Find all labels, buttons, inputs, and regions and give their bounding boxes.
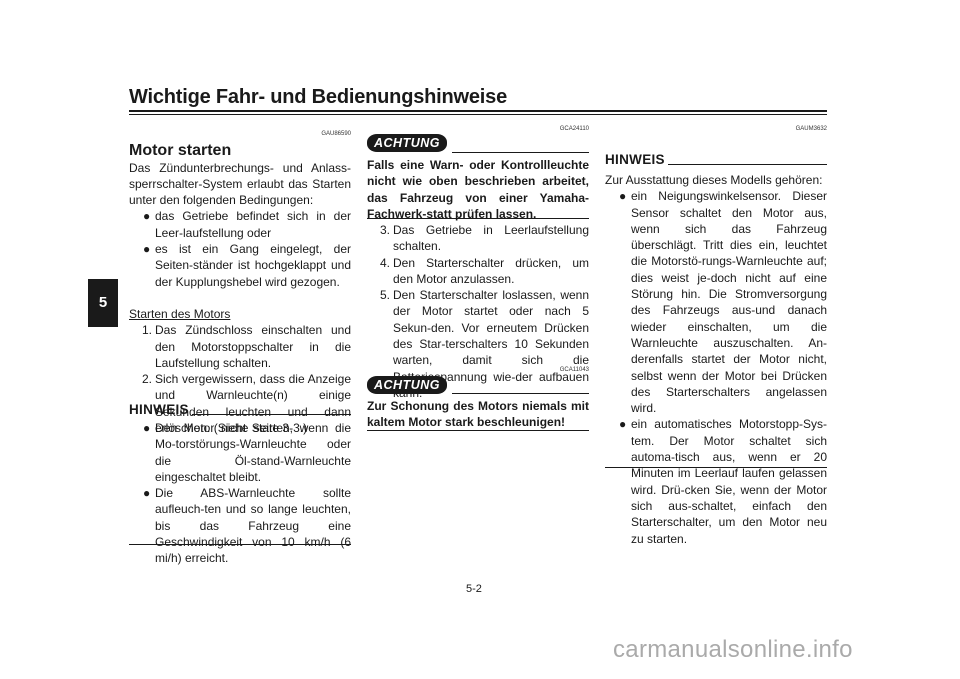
subsection-title: Starten des Motors bbox=[129, 306, 231, 321]
step-item: 1. Das Zündschloss einschalten und den M… bbox=[129, 322, 351, 371]
note-heading: HINWEIS bbox=[129, 402, 189, 417]
warning-text: Falls eine Warn- oder Kontrollleuchte ni… bbox=[367, 158, 589, 221]
section-code: GCA11043 bbox=[559, 367, 589, 373]
header-rule-thin bbox=[129, 114, 827, 115]
section-heading: Motor starten bbox=[129, 142, 232, 160]
header-rule bbox=[129, 110, 827, 112]
page-number: 5-2 bbox=[466, 583, 482, 595]
note-body: ● Den Motor nicht starten, wenn die Mo-t… bbox=[129, 420, 351, 567]
chapter-tab: 5 bbox=[88, 279, 118, 327]
right-note-body: Zur Ausstattung dieses Modells gehören: … bbox=[605, 172, 827, 547]
bullet-icon: ● bbox=[143, 209, 151, 224]
bullet-icon: ● bbox=[619, 189, 627, 204]
warning-rule bbox=[452, 393, 589, 394]
step-number: 2. bbox=[142, 372, 153, 387]
list-item: ● Die ABS-Warnleuchte sollte aufleuch-te… bbox=[129, 485, 351, 566]
list-item: ● ein Neigungswinkelsensor. Dieser Senso… bbox=[605, 188, 827, 416]
achtung-label: ACHTUNG bbox=[367, 376, 447, 394]
left-column: GAU86590 Motor starten Das Zündunterbrec… bbox=[129, 126, 351, 436]
list-item: ● Den Motor nicht starten, wenn die Mo-t… bbox=[129, 420, 351, 485]
step-number: 1. bbox=[142, 323, 153, 338]
step-item: 3. Das Getriebe in Leerlaufstellung scha… bbox=[367, 222, 589, 255]
step-text: Sich vergewissern, dass die Anzeige und … bbox=[155, 372, 351, 436]
intro-text: Das Zündunterbrechungs- und Anlass-sperr… bbox=[129, 160, 351, 208]
list-item-text: es ist ein Gang eingelegt, der Seiten-st… bbox=[155, 242, 351, 289]
list-item-text: Die ABS-Warnleuchte sollte aufleuch-ten … bbox=[155, 486, 351, 566]
list-item: ● das Getriebe befindet sich in der Leer… bbox=[129, 208, 351, 241]
bullet-icon: ● bbox=[143, 242, 151, 257]
list-item-text: das Getriebe befindet sich in der Leer-l… bbox=[155, 209, 351, 240]
warning-end-rule bbox=[367, 430, 589, 431]
page-title: Wichtige Fahr- und Bedienungshinweise bbox=[129, 86, 508, 108]
achtung-badge: ACHTUNG bbox=[367, 376, 447, 394]
note-rule bbox=[192, 414, 351, 415]
list-item-text: ein Neigungswinkelsensor. Dieser Sensor … bbox=[631, 189, 827, 416]
list-item: ● ein automatisches Motorstopp-Sys-tem. … bbox=[605, 416, 827, 546]
intro-text: Zur Ausstattung dieses Modells gehören: bbox=[605, 173, 823, 187]
achtung-label: ACHTUNG bbox=[367, 134, 447, 152]
section-code: GAU86590 bbox=[321, 131, 351, 137]
step-number: 4. bbox=[380, 255, 391, 270]
warning-end-rule bbox=[367, 218, 589, 219]
step-text: Das Getriebe in Leerlaufstellung schalte… bbox=[393, 223, 589, 254]
section-code: GAUM3632 bbox=[795, 126, 827, 132]
note-end-rule bbox=[605, 467, 827, 468]
warning-rule bbox=[452, 152, 589, 153]
bullet-icon: ● bbox=[619, 417, 627, 432]
note-rule bbox=[668, 164, 827, 165]
step-number: 5. bbox=[380, 288, 391, 303]
warning-text: Zur Schonung des Motors niemals mit kalt… bbox=[367, 399, 589, 430]
watermark: carmanualsonline.info bbox=[613, 636, 853, 663]
step-text: Den Starterschalter drücken, um den Moto… bbox=[393, 255, 589, 286]
bullet-icon: ● bbox=[143, 486, 151, 501]
list-item-text: ein automatisches Motorstopp-Sys-tem. De… bbox=[631, 417, 827, 546]
step-item: 2. Sich vergewissern, dass die Anzeige u… bbox=[129, 371, 351, 436]
note-end-rule bbox=[129, 544, 351, 545]
middle-steps: 3. Das Getriebe in Leerlaufstellung scha… bbox=[367, 222, 589, 401]
bullet-icon: ● bbox=[143, 421, 151, 435]
note-heading: HINWEIS bbox=[605, 152, 665, 167]
step-text: Das Zündschloss einschalten und den Moto… bbox=[155, 323, 351, 370]
step-item: 4. Den Starterschalter drücken, um den M… bbox=[367, 255, 589, 288]
list-item: ● es ist ein Gang eingelegt, der Seiten-… bbox=[129, 241, 351, 290]
achtung-badge: ACHTUNG bbox=[367, 134, 447, 152]
list-item-text: Den Motor nicht starten, wenn die Mo-tor… bbox=[155, 421, 351, 484]
section-code: GCA24110 bbox=[559, 126, 589, 132]
step-number: 3. bbox=[380, 223, 391, 237]
